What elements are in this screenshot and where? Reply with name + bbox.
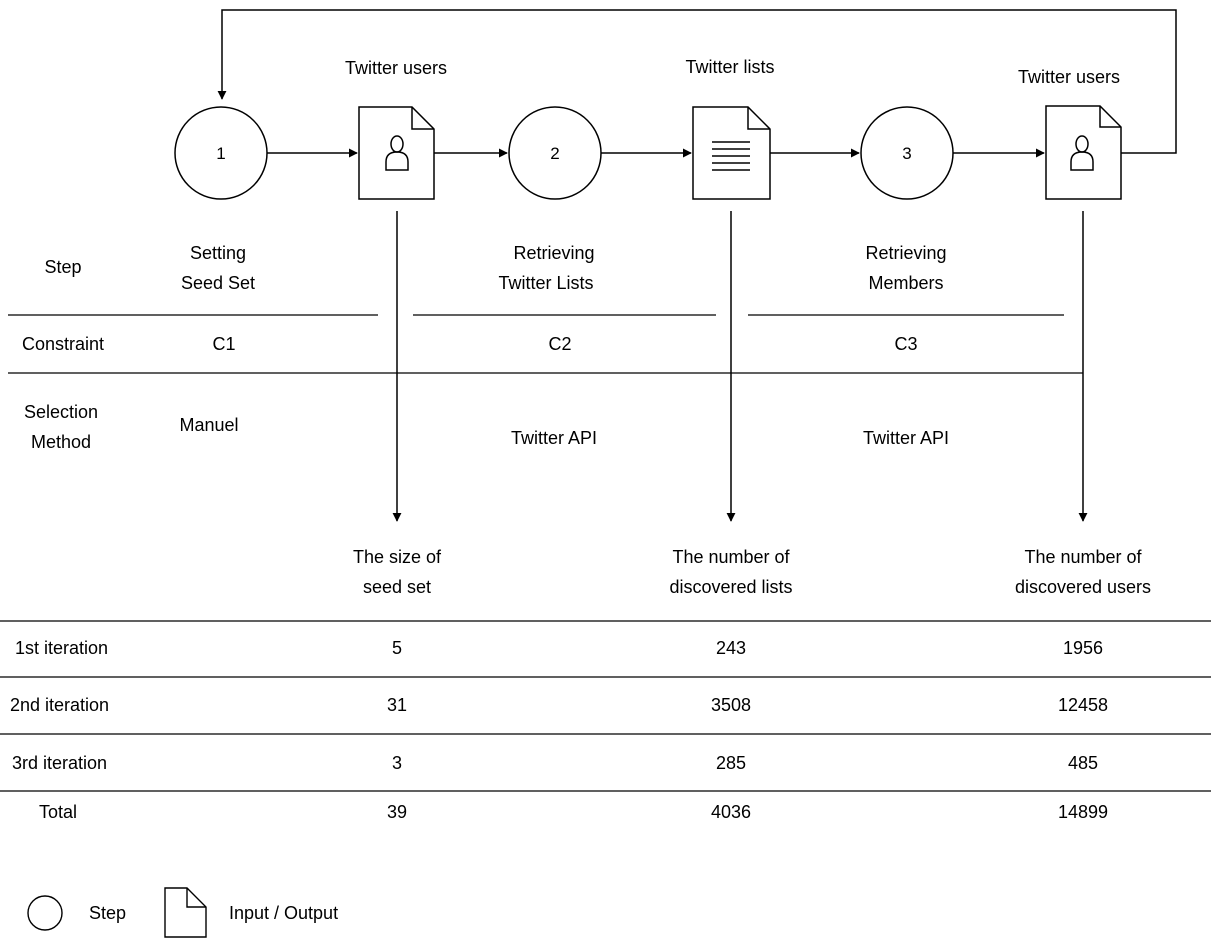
selection-c3: Twitter API	[863, 428, 949, 448]
legend-step-label: Step	[89, 903, 126, 923]
table-row: 3rd iteration 3 285 485	[12, 753, 1098, 773]
column-header-lists-line1: The number of	[672, 547, 790, 567]
row-header-constraint: Constraint	[22, 334, 104, 354]
row-header-selection-line2: Method	[31, 432, 91, 452]
constraint-c1: C1	[212, 334, 235, 354]
step-2-name-line1: Retrieving	[513, 243, 594, 263]
table-row: Total 39 4036 14899	[39, 802, 1108, 822]
step-2-name-line2: Twitter Lists	[498, 273, 593, 293]
step-number-3: 3	[902, 144, 911, 163]
label-twitter-lists: Twitter lists	[685, 57, 774, 77]
row-label: 3rd iteration	[12, 753, 107, 773]
legend-io-label: Input / Output	[229, 903, 338, 923]
document-twitter-lists	[692, 106, 771, 200]
step-3-name-line1: Retrieving	[865, 243, 946, 263]
column-header-users-line2: discovered users	[1015, 577, 1151, 597]
cell-users: 485	[1068, 753, 1098, 773]
step-node-3: 3	[860, 106, 954, 200]
row-header-step: Step	[44, 257, 81, 277]
step-1-name-line1: Setting	[190, 243, 246, 263]
cell-lists: 3508	[711, 695, 751, 715]
row-label: 2nd iteration	[10, 695, 109, 715]
selection-c1: Manuel	[179, 415, 238, 435]
step-number-2: 2	[550, 144, 559, 163]
table-row: 1st iteration 5 243 1956	[15, 638, 1103, 658]
step-node-1: 1	[174, 106, 268, 200]
constraint-c2: C2	[548, 334, 571, 354]
cell-users: 12458	[1058, 695, 1108, 715]
table-row: 2nd iteration 31 3508 12458	[10, 695, 1108, 715]
cell-lists: 285	[716, 753, 746, 773]
circle-icon	[27, 895, 63, 931]
cell-seed: 39	[387, 802, 407, 822]
constraint-c3: C3	[894, 334, 917, 354]
cell-seed: 5	[392, 638, 402, 658]
cell-lists: 4036	[711, 802, 751, 822]
row-header-selection-line1: Selection	[24, 402, 98, 422]
column-header-seed-line1: The size of	[353, 547, 442, 567]
step-3-name-line2: Members	[868, 273, 943, 293]
feedback-loop-arrow	[217, 9, 1177, 154]
label-twitter-users-input: Twitter users	[345, 58, 447, 78]
document-icon	[164, 887, 207, 938]
cell-lists: 243	[716, 638, 746, 658]
person-icon	[1070, 135, 1094, 171]
person-icon	[385, 135, 409, 171]
list-icon	[712, 141, 750, 171]
cell-users: 14899	[1058, 802, 1108, 822]
row-label: 1st iteration	[15, 638, 108, 658]
cell-seed: 3	[392, 753, 402, 773]
step-node-2: 2	[508, 106, 602, 200]
column-header-seed-line2: seed set	[363, 577, 431, 597]
document-twitter-users-output	[1045, 105, 1122, 200]
selection-c2: Twitter API	[511, 428, 597, 448]
step-1-name-line2: Seed Set	[181, 273, 255, 293]
legend: Step Input / Output	[27, 887, 338, 938]
cell-seed: 31	[387, 695, 407, 715]
cell-users: 1956	[1063, 638, 1103, 658]
row-label: Total	[39, 802, 77, 822]
column-header-users-line1: The number of	[1024, 547, 1142, 567]
document-twitter-users-input	[358, 106, 435, 200]
column-header-lists-line2: discovered lists	[669, 577, 792, 597]
step-number-1: 1	[216, 144, 225, 163]
label-twitter-users-output: Twitter users	[1018, 67, 1120, 87]
